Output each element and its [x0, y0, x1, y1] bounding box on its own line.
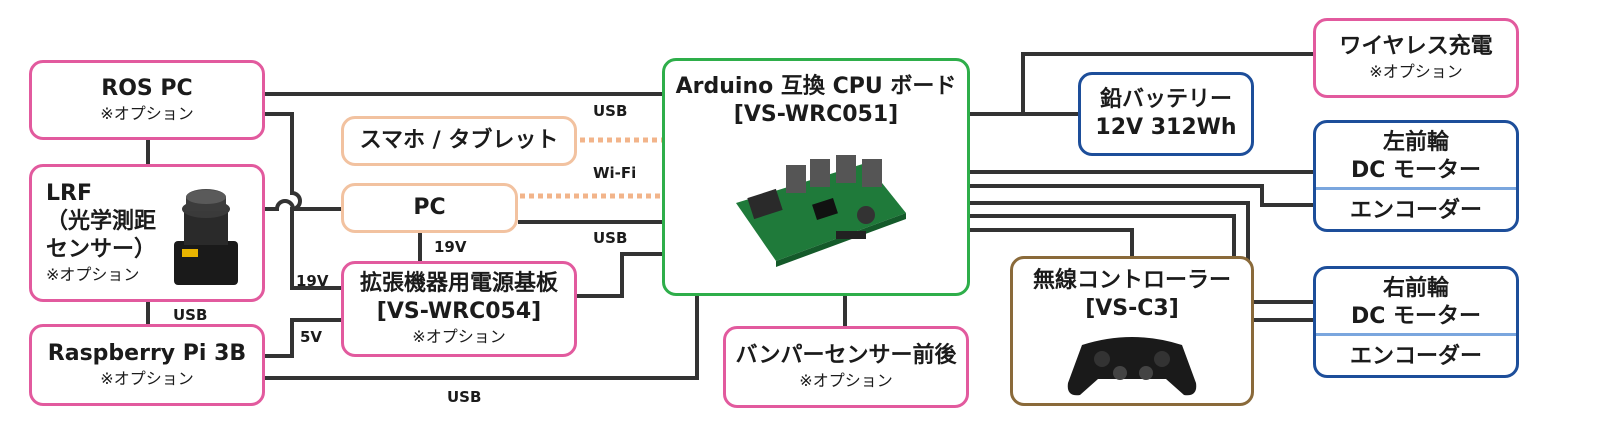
bumper-sensor-box: バンパーセンサー前後 ※オプション: [723, 326, 969, 408]
right-wheel-divider: [1316, 333, 1516, 336]
lrf-box: LRF （光学測距 センサー） ※オプション: [29, 164, 265, 302]
wire-raspberry-usb: [265, 296, 699, 380]
right-wheel-encoder: エンコーダー: [1349, 344, 1482, 369]
bumper-sensor-option: ※オプション: [799, 371, 893, 390]
smartphone-box: スマホ / タブレット: [341, 116, 577, 166]
expansion-board-title: 拡張機器用電源基板: [359, 271, 558, 296]
lrf-option: ※オプション: [46, 265, 140, 284]
wire-right-dc: [970, 201, 1313, 304]
right-wheel-title: 右前輪: [1382, 276, 1449, 301]
smartphone-title: スマホ / タブレット: [359, 128, 559, 153]
raspberry-pi-title: Raspberry Pi 3B: [47, 341, 247, 366]
arduino-title: Arduino 互換 CPU ボード: [675, 74, 957, 99]
label-19v-pc: 19V: [434, 238, 467, 256]
controller-title: 無線コントローラー: [1032, 268, 1231, 293]
pc-box: PC: [341, 183, 518, 233]
battery-box: 鉛バッテリー 12V 312Wh: [1078, 72, 1254, 156]
lrf-title: LRF: [46, 181, 92, 206]
lrf-line3: センサー）: [46, 237, 157, 262]
wire-expansion-arduino: [577, 252, 662, 298]
right-wheel-box: 右前輪 DC モーター エンコーダー: [1313, 266, 1519, 378]
expansion-board-option: ※オプション: [412, 327, 506, 346]
wireless-controller-box: 無線コントローラー [VS-C3]: [1010, 256, 1254, 406]
ros-pc-title: ROS PC: [101, 76, 193, 101]
raspberry-pi-box: Raspberry Pi 3B ※オプション: [29, 324, 265, 406]
label-usb-bottom: USB: [447, 388, 482, 406]
wire-controller: [970, 228, 1134, 256]
controller-model: [VS-C3]: [1085, 296, 1179, 321]
raspberry-pi-option: ※オプション: [100, 369, 194, 388]
wire-to-charge: [1021, 52, 1313, 114]
wireless-charge-option: ※オプション: [1369, 62, 1463, 81]
left-wheel-title: 左前輪: [1382, 130, 1449, 155]
left-wheel-box: 左前輪 DC モーター エンコーダー: [1313, 120, 1519, 232]
lrf-line2: （光学測距: [46, 209, 157, 234]
ros-pc-box: ROS PC ※オプション: [29, 60, 265, 140]
wire-lrf-pc: [265, 199, 341, 211]
pc-title: PC: [413, 195, 446, 220]
arduino-model: [VS-WRC051]: [733, 102, 899, 127]
label-usb-ros: USB: [593, 102, 628, 120]
label-usb-pc: USB: [593, 229, 628, 247]
left-wheel-divider: [1316, 187, 1516, 190]
gamepad-image: [1067, 337, 1197, 396]
expansion-board-model: [VS-WRC054]: [376, 299, 542, 324]
wire-ros-19v: [265, 112, 345, 290]
wireless-charge-box: ワイヤレス充電 ※オプション: [1313, 18, 1519, 98]
battery-spec: 12V 312Wh: [1095, 115, 1237, 140]
arduino-box: Arduino 互換 CPU ボード [VS-WRC051]: [662, 58, 970, 296]
label-usb-lrf: USB: [173, 306, 208, 324]
bumper-sensor-title: バンパーセンサー前後: [735, 343, 957, 368]
left-wheel-motor: DC モーター: [1350, 158, 1482, 183]
battery-title: 鉛バッテリー: [1099, 87, 1232, 112]
cpu-board-image: [736, 155, 906, 267]
label-5v: 5V: [300, 328, 323, 346]
expansion-board-box: 拡張機器用電源基板 [VS-WRC054] ※オプション: [341, 261, 577, 357]
right-wheel-motor: DC モーター: [1350, 304, 1482, 329]
left-wheel-encoder: エンコーダー: [1349, 198, 1482, 223]
label-19v-left: 19V: [296, 272, 329, 290]
lrf-sensor-image: [174, 189, 238, 285]
wire-raspberry-5v: [265, 318, 341, 358]
label-wifi: Wi-Fi: [593, 164, 637, 182]
ros-pc-option: ※オプション: [100, 104, 194, 123]
wireless-charge-title: ワイヤレス充電: [1339, 34, 1493, 59]
wire-left-enc: [970, 184, 1313, 207]
